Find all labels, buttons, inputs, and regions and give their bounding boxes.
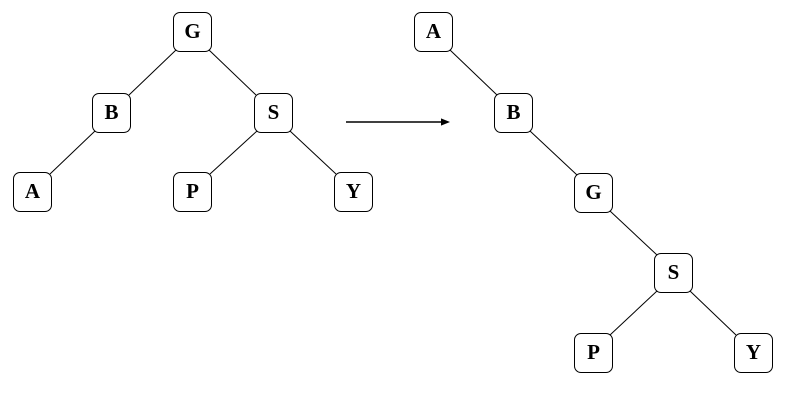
tree-node-label: Y [345,179,362,203]
tree-node-label: A [24,179,41,203]
tree-node-label: B [104,100,119,124]
arrow-head [441,118,450,126]
tree-node-l-g: G [173,12,212,52]
tree-node-label: Y [745,340,762,364]
tree-edge-r-s-r-y [689,290,737,336]
tree-node-label: A [425,19,442,43]
tree-edge-r-g-r-s [609,210,658,256]
tree-node-r-g: G [574,173,613,213]
tree-edge-l-b-l-a [49,130,96,175]
tree-node-l-p: P [173,172,212,212]
tree-node-r-p: P [574,333,613,373]
tree-node-r-a: A [414,12,453,52]
tree-node-label: P [587,340,600,364]
tree-node-r-b: B [494,93,533,133]
tree-edge-l-g-l-s [208,49,257,96]
tree-edge-r-s-r-p [609,290,658,336]
tree-node-r-s: S [654,253,693,293]
tree-node-label: G [184,19,201,43]
transformation-arrow [346,118,450,126]
tree-edge-r-a-r-b [449,49,498,96]
tree-node-label: B [506,100,521,124]
tree-node-l-y: Y [334,172,373,212]
tree-node-l-a: A [13,172,52,212]
tree-node-l-b: B [92,93,131,133]
tree-edge-r-b-r-g [529,130,578,176]
tree-node-r-y: Y [734,333,773,373]
tree-edge-l-s-l-y [289,130,337,175]
tree-node-label: S [267,100,280,124]
tree-node-label: S [667,260,680,284]
tree-edge-l-s-l-p [209,130,258,175]
tree-node-label: P [186,179,199,203]
tree-edge-l-g-l-b [128,49,177,96]
tree-node-label: G [585,180,602,204]
tree-node-l-s: S [254,93,293,133]
